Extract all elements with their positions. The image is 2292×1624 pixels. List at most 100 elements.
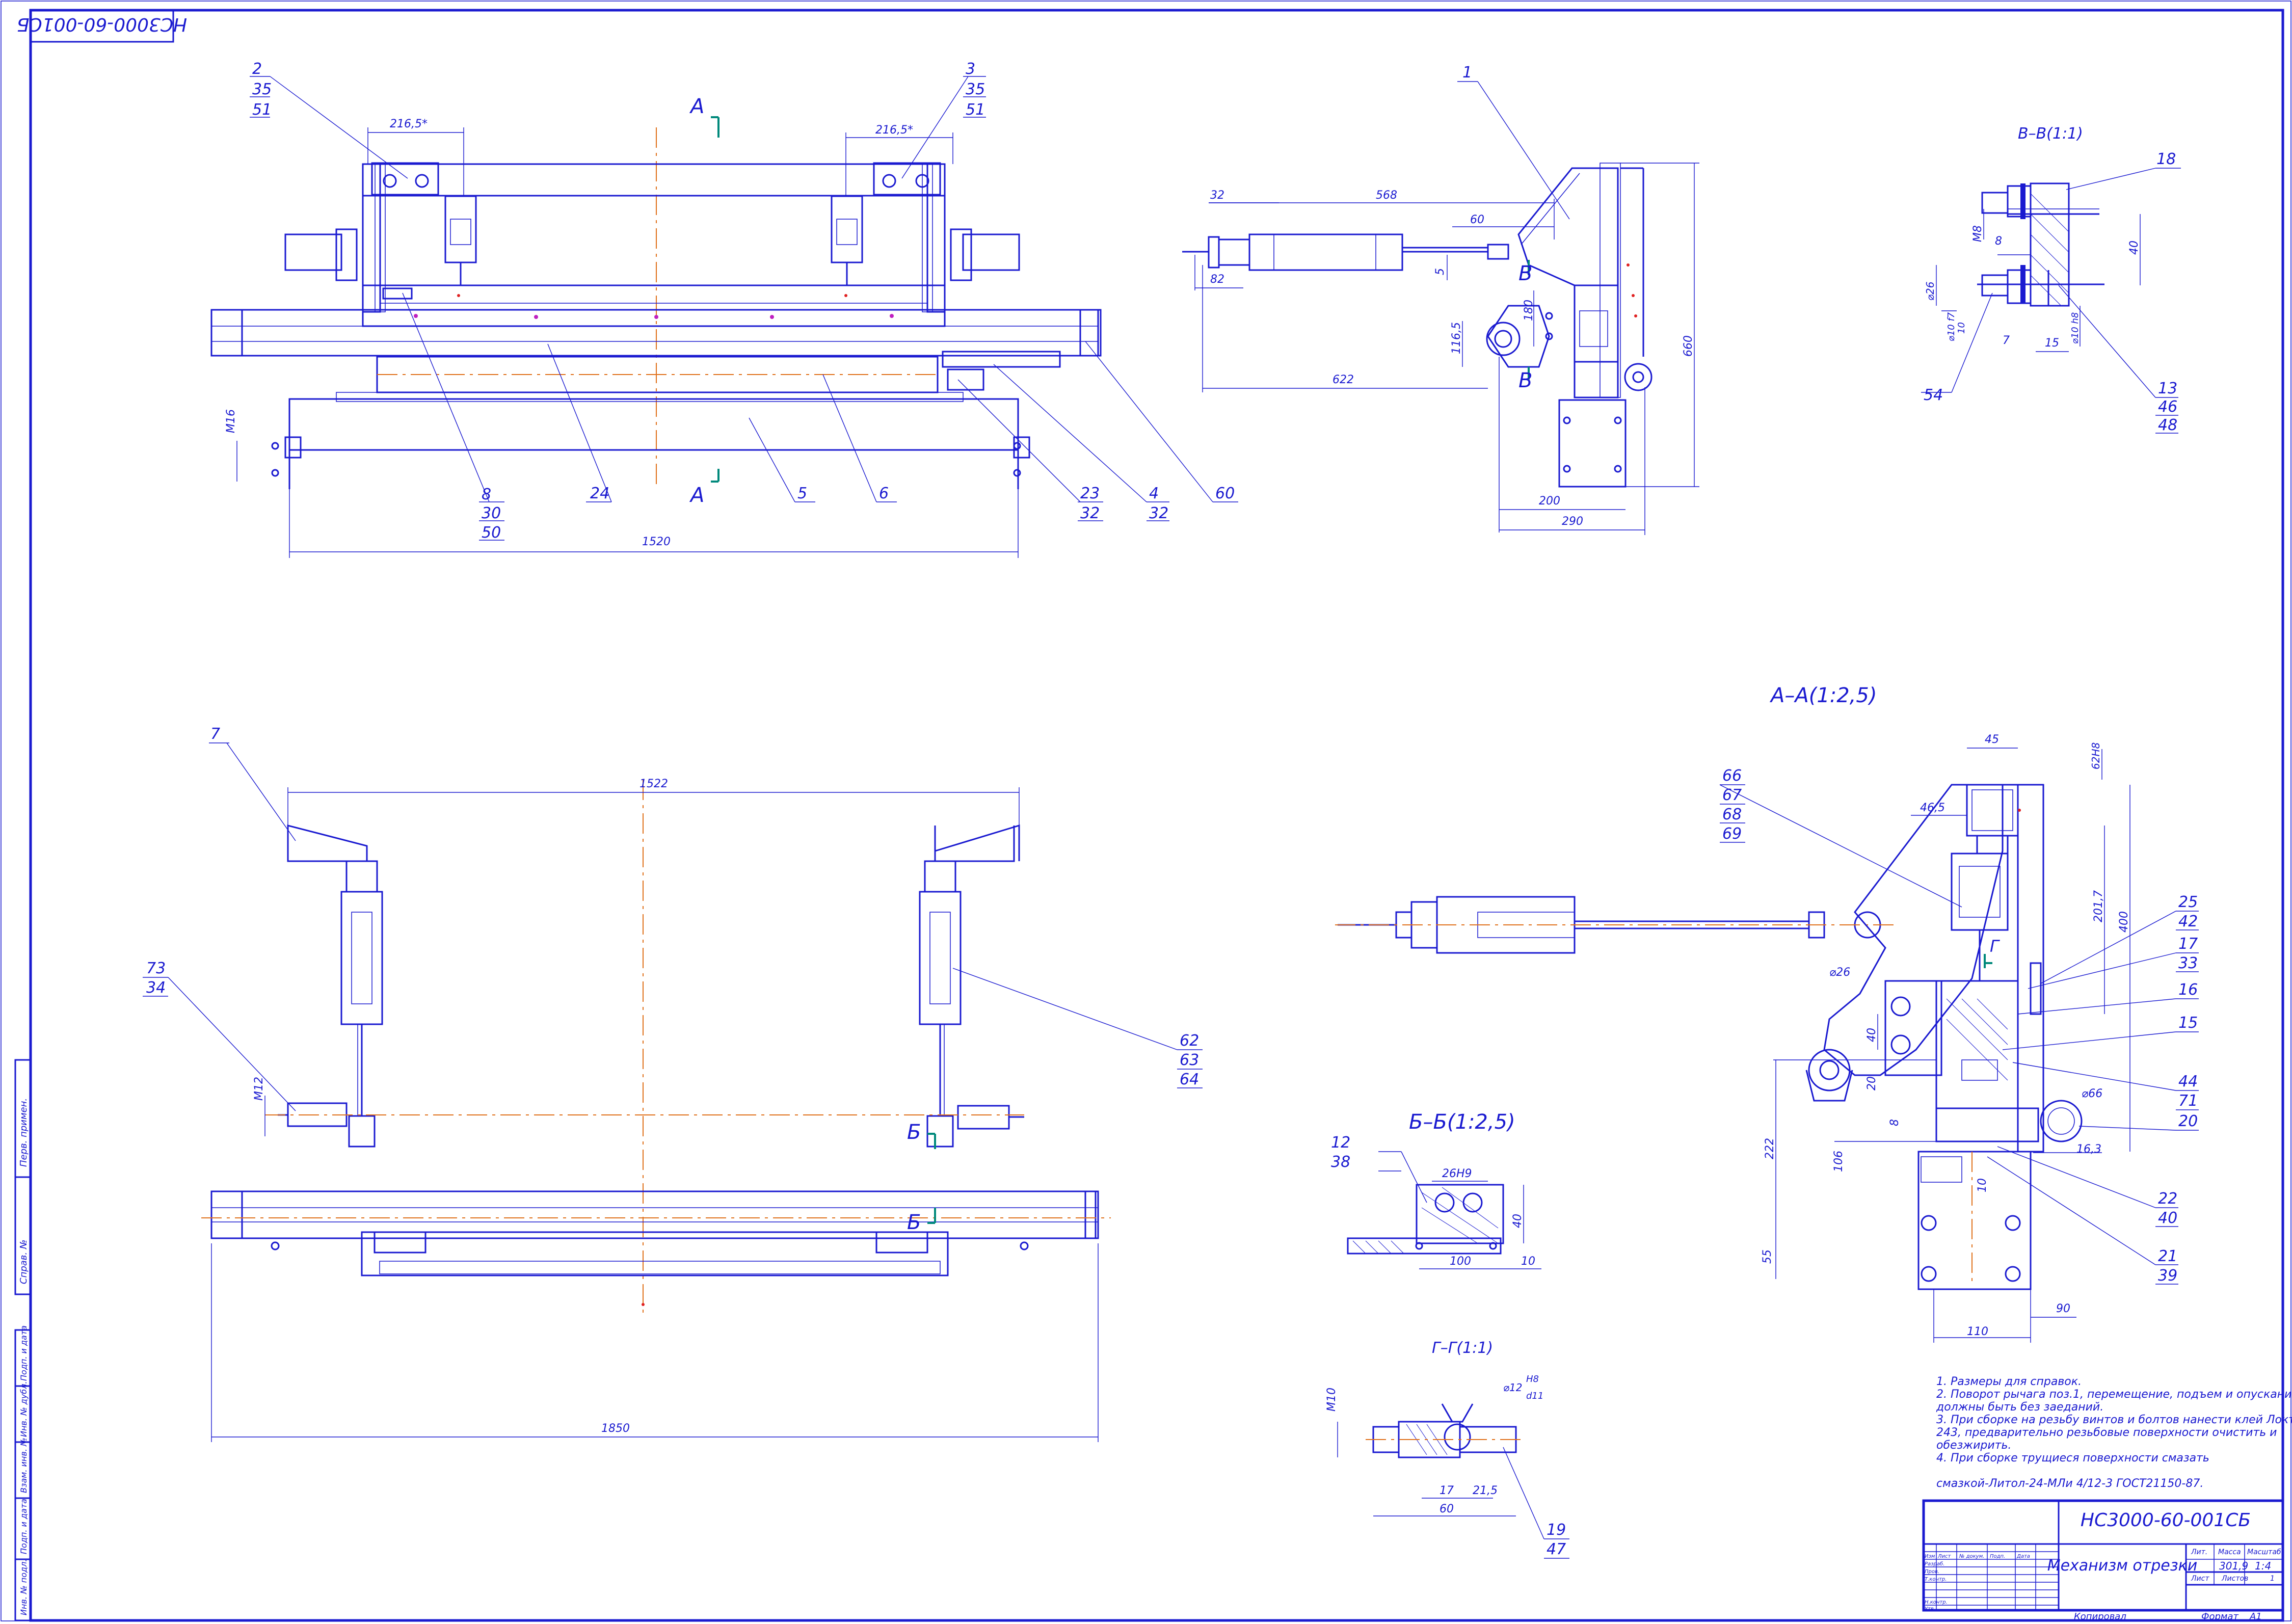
section-gg: Г–Г(1:1) М10 ⌀12 H8 d11 17 21,5 60 19 47 (1325, 1339, 1569, 1559)
row-tkontr: Т.контр. (1925, 1577, 1947, 1582)
leader-3-35: 35 (966, 81, 985, 98)
leader-66-67: 67 (1722, 786, 1742, 804)
leader-8: 8 (482, 486, 491, 503)
dim-10-vv: 10 (1956, 322, 1967, 334)
note-line-4: 3. При сборке на резьбу винтов и болтов … (1936, 1414, 2292, 1426)
dim-12-gg: ⌀12 (1503, 1381, 1523, 1394)
leader-62-63: 63 (1180, 1051, 1199, 1069)
dim-2017: 201,7 (2092, 890, 2105, 922)
dim-568: 568 (1376, 189, 1397, 202)
view-title-vv: В–В(1:1) (2018, 125, 2083, 143)
dim-180: 180 (1523, 300, 1535, 321)
col-sign: Подп. (1990, 1554, 2005, 1559)
leader-13-48: 48 (2158, 416, 2177, 434)
leader-2-35: 35 (252, 81, 272, 98)
dim-290: 290 (1562, 515, 1583, 528)
dim-m16: М16 (225, 409, 237, 433)
dim-1165: 116,5 (1450, 322, 1463, 354)
leader-73-34: 34 (146, 979, 166, 997)
leader-4: 4 (1149, 485, 1159, 502)
title-designation: НС3000-60-001СБ (2081, 1510, 2251, 1531)
stamp-sprav: Справ. № (18, 1239, 29, 1284)
leader-73: 73 (146, 960, 166, 977)
dim-100: 100 (1450, 1255, 1471, 1268)
dim-45: 45 (1985, 733, 1999, 746)
note-line-6: обезжирить. (1936, 1439, 2011, 1452)
note-line-8: смазкой-Литол-24-МЛи 4/12-3 ГОСТ21150-87… (1936, 1477, 2203, 1490)
leader-66: 66 (1722, 767, 1742, 785)
section-aa: А–А(1:2,5) (1335, 684, 2199, 1343)
view-title-gg: Г–Г(1:1) (1432, 1339, 1493, 1357)
leader-19-47: 47 (1547, 1540, 1566, 1558)
dim-106: 106 (1832, 1151, 1845, 1172)
mass-value: 301,9 (2219, 1560, 2248, 1572)
leader-13-46: 46 (2158, 398, 2177, 416)
dim-222: 222 (1764, 1138, 1776, 1159)
dim-1850: 1850 (601, 1422, 630, 1435)
col-izm: Изм (1925, 1554, 1935, 1559)
dim-40-vv: 40 (2128, 241, 2141, 255)
section-mark-b-bottom: Б (907, 1211, 921, 1234)
dim-20-aa: 20 (1865, 1076, 1878, 1090)
dim-60-gg: 60 (1440, 1503, 1454, 1515)
leader-18: 18 (2156, 150, 2176, 168)
leader-17: 17 (2178, 935, 2198, 953)
note-line-3: должны быть без заеданий. (1936, 1401, 2103, 1414)
row-prov: Пров. (1925, 1569, 1939, 1575)
note-line-1: 1. Размеры для справок. (1936, 1375, 2082, 1388)
stamp-vzam-inv: Взам. инв. № (19, 1437, 29, 1493)
leader-22-40: 40 (2158, 1209, 2177, 1227)
leader-6: 6 (879, 485, 889, 502)
dim-2165-right: 216,5* (875, 124, 913, 137)
leader-12: 12 (1331, 1134, 1350, 1152)
dim-82: 82 (1210, 273, 1224, 286)
dim-32: 32 (1210, 189, 1224, 202)
leader-19: 19 (1547, 1521, 1566, 1539)
leader-25-42: 42 (2178, 913, 2198, 930)
leader-13: 13 (2158, 380, 2177, 397)
dim-465: 46,5 (1920, 802, 1945, 814)
col-mass: Масса (2218, 1548, 2241, 1556)
dim-1520: 1520 (642, 536, 671, 548)
designation-rotated: НС3000-60-001СБ (17, 14, 187, 35)
dim-200: 200 (1539, 495, 1560, 508)
dim-8-vv: 8 (1995, 235, 2002, 248)
note-line-2: 2. Поворот рычага поз.1, перемещение, по… (1936, 1388, 2292, 1401)
section-vv: В–В(1:1) М8 8 40 ⌀26 ⌀10 f7 7 15 ⌀10 h8 … (1921, 125, 2181, 434)
dim-110: 110 (1967, 1325, 1988, 1338)
format-label: Формат (2201, 1611, 2239, 1622)
leader-23-32: 32 (1080, 504, 1100, 522)
leader-24: 24 (590, 485, 609, 502)
section-bb: Б–Б(1:2,5) 26H9 40 100 10 12 38 (1331, 1110, 1541, 1269)
dim-15-vv: 15 (2045, 337, 2059, 350)
leader-66-68: 68 (1722, 806, 1742, 823)
section-mark-a-bottom: А (689, 484, 704, 507)
title-name: Механизм отрезки (2047, 1557, 2198, 1575)
leader-60: 60 (1215, 485, 1235, 502)
note-line-5: 243, предварительно резьбовые поверхност… (1936, 1426, 2277, 1439)
col-doc: № докум. (1959, 1554, 1984, 1559)
dim-10-aa: 10 (1976, 1178, 1989, 1192)
sheets-count: 1 (2270, 1575, 2275, 1583)
leader-54: 54 (1924, 386, 1943, 404)
designation-box-rotated: НС3000-60-001СБ (17, 9, 187, 43)
leader-2: 2 (252, 60, 262, 78)
col-lit: Лит. (2191, 1548, 2207, 1556)
section-mark-v-bottom: В (1518, 369, 1532, 392)
front-view: А А 216,5* 216,5* М16 1520 (210, 95, 1102, 558)
top-view: Б Б 1522 М12 1850 7 73 34 62 63 64 (143, 725, 1203, 1442)
leader-22: 22 (2158, 1190, 2177, 1208)
leader-8-50: 50 (482, 524, 501, 542)
dim-66: ⌀66 (2082, 1087, 2102, 1100)
dim-10f7: ⌀10 f7 (1946, 312, 1957, 341)
dim-d11-gg: d11 (1526, 1391, 1543, 1401)
dim-26-vv: ⌀26 (1924, 282, 1936, 301)
view-title-bb: Б–Б(1:2,5) (1409, 1110, 1515, 1134)
stamp-inv-podl: Инв. № подл. (19, 1559, 29, 1615)
side-stamps: Перв. примен. Справ. № Подп. и дата Инв.… (14, 1059, 32, 1621)
leader-1: 1 (1462, 64, 1472, 82)
section-mark-g: Г (1990, 937, 2000, 956)
format-value: А1 (2249, 1611, 2262, 1622)
